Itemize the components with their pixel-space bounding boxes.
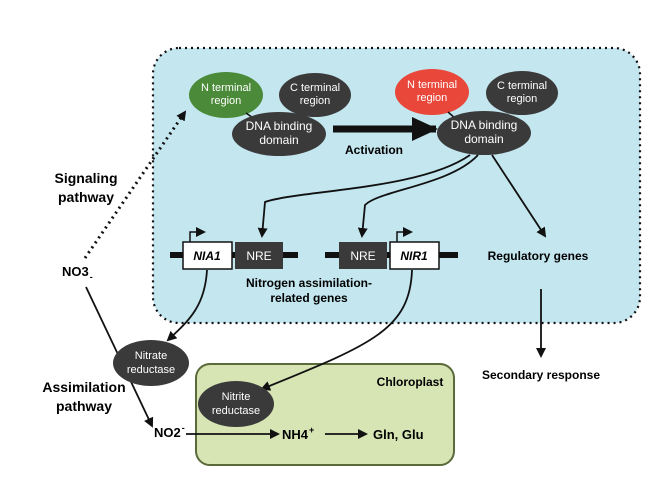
gene-group-label-l2: related genes	[270, 291, 348, 305]
nre-right-box	[339, 242, 387, 269]
dna-binding-inactive	[232, 112, 326, 156]
c-terminal-inactive	[279, 73, 351, 117]
svg-text:domain: domain	[259, 133, 298, 147]
assimilation-label-l1: Assimilation	[42, 379, 125, 395]
nitrate-reductase-l1: Nitrate	[135, 350, 167, 362]
svg-text:region: region	[507, 93, 538, 105]
promoter-arrow-nir1	[396, 227, 413, 242]
nitrite-label: NO2-	[154, 423, 185, 440]
n-terminal-inactive-l1: N terminal	[201, 82, 251, 94]
n-terminal-active-l1: N terminal	[407, 79, 457, 91]
dna-binding-active-l2: domain	[464, 132, 503, 146]
nitrite-reductase-l1: Nitrite	[222, 391, 251, 403]
dna-binding-inactive-l2: domain	[259, 133, 298, 147]
arrow-nia1-to-nitrate-reductase	[166, 269, 208, 342]
c-terminal-inactive-l2: region	[300, 95, 331, 107]
nre-left-label: NRE	[246, 249, 271, 263]
nitrate-reductase	[113, 340, 189, 386]
svg-text:C terminal: C terminal	[497, 80, 547, 92]
dna-binding-active	[437, 111, 531, 155]
n-terminal-active	[395, 69, 469, 115]
secondary-response-label: Secondary response	[482, 368, 600, 382]
nre-right-label: NRE	[350, 249, 375, 263]
chloroplast-label: Chloroplast	[377, 375, 444, 389]
c-terminal-active-l2: region	[507, 93, 538, 105]
gln-glu-label: Gln, Glu	[373, 427, 424, 442]
dna-binding-inactive-l1: DNA binding	[246, 119, 313, 133]
arrow-tf-to-nre-right	[357, 154, 479, 238]
svg-text:domain: domain	[464, 132, 503, 146]
svg-text:Nitrite: Nitrite	[222, 391, 251, 403]
dna-binding-active-l1: DNA binding	[451, 118, 518, 132]
arrow-nir1-to-nitrite-reductase	[260, 269, 413, 391]
svg-text:C terminal: C terminal	[290, 82, 340, 94]
assimilation-label-l2: pathway	[56, 398, 112, 414]
n-terminal-inactive	[189, 72, 263, 118]
c-terminal-active	[486, 71, 558, 115]
nitrite-reductase	[198, 381, 274, 427]
gene-group-label-l1: Nitrogen assimilation-	[246, 276, 372, 290]
signaling-label-l2: pathway	[58, 189, 114, 205]
svg-text:N terminal: N terminal	[201, 82, 251, 94]
tf-inactive: N terminal region C terminal region DNA …	[189, 72, 351, 156]
ammonium-label: NH4+	[282, 425, 314, 442]
svg-text:reductase: reductase	[212, 405, 260, 417]
svg-text:region: region	[300, 95, 331, 107]
svg-text:region: region	[417, 92, 448, 104]
svg-text:Nitrate: Nitrate	[135, 350, 167, 362]
svg-text:region: region	[211, 95, 242, 107]
svg-text:reductase: reductase	[127, 364, 175, 376]
tf-active: N terminal region C terminal region DNA …	[395, 69, 558, 155]
c-terminal-active-l1: C terminal	[497, 80, 547, 92]
gene-nia1-box	[182, 241, 233, 270]
nre-left-box	[235, 242, 283, 269]
nitrate-reductase-l2: reductase	[127, 364, 175, 376]
activation-label: Activation	[345, 143, 403, 157]
regulatory-genes-label: Regulatory genes	[488, 249, 589, 263]
svg-text:N terminal: N terminal	[407, 79, 457, 91]
nitrate-label: NO3-	[62, 264, 93, 282]
arrow-tf-to-regulatory	[491, 154, 547, 238]
n-terminal-active-l2: region	[417, 92, 448, 104]
gene-nir1-box	[389, 241, 440, 270]
c-terminal-inactive-l1: C terminal	[290, 82, 340, 94]
signaling-label-l1: Signaling	[55, 170, 118, 186]
arrow-tf-to-nre-left	[257, 154, 471, 238]
gene-nia1-label: NIA1	[193, 249, 221, 263]
svg-text:DNA binding: DNA binding	[246, 119, 313, 133]
n-terminal-inactive-l2: region	[211, 95, 242, 107]
svg-text:DNA binding: DNA binding	[451, 118, 518, 132]
promoter-arrow-nia1	[189, 227, 206, 242]
nitrite-reductase-l2: reductase	[212, 405, 260, 417]
gene-nir1-label: NIR1	[400, 249, 428, 263]
